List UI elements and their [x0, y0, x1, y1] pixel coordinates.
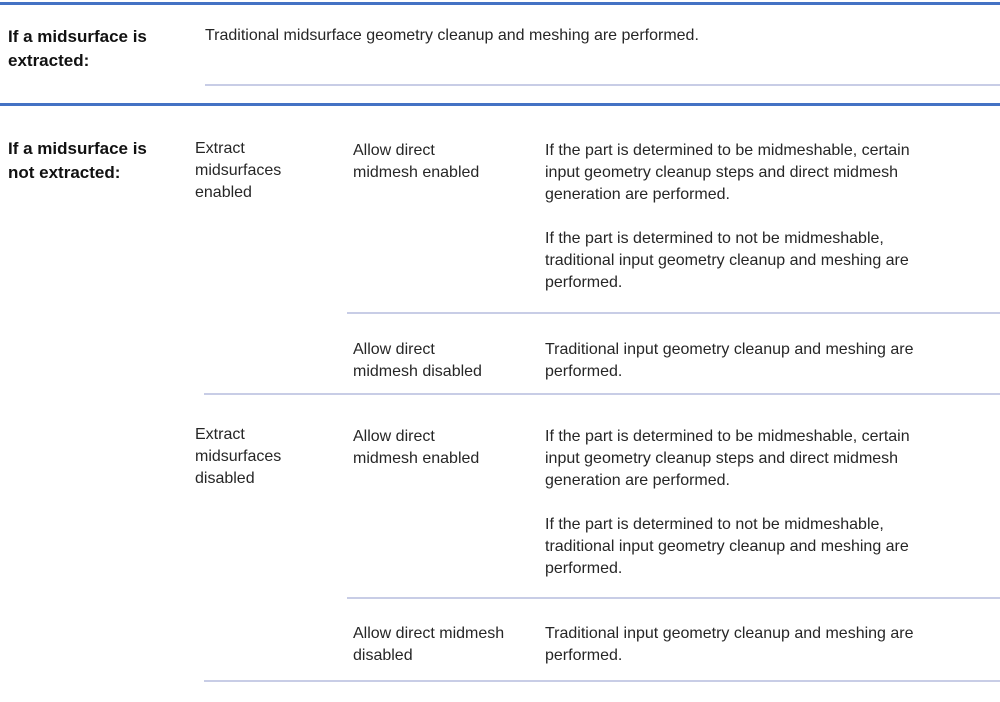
result-paragraph: If the part is determined to be midmesha… [545, 428, 910, 489]
case-divider [347, 312, 1000, 314]
result-paragraph: If the part is determined to not be midm… [545, 230, 909, 291]
result-cell: If the part is determined to be midmesha… [545, 426, 1000, 580]
cases-extract-disabled: Allow direct midmesh enabled If the part… [347, 395, 1000, 680]
condition-allow-direct-midmesh-enabled-label: Allow direct midmesh enabled [353, 428, 480, 467]
result-paragraph: If the part is determined to be midmesha… [545, 142, 910, 203]
case-divider [347, 597, 1000, 599]
group-extract-midsurfaces-disabled: Extract midsurfaces disabled Allow direc… [195, 395, 1000, 680]
top-divider [0, 2, 1000, 5]
result-cell: Traditional input geometry cleanup and m… [545, 339, 1000, 383]
condition-midsurface-not-extracted-label: If a midsurface is not extracted: [8, 139, 147, 182]
result-cell: If the part is determined to be midmesha… [545, 140, 1000, 294]
midsurface-extracted-cell: Traditional midsurface geometry cleanup … [205, 25, 1000, 86]
condition-allow-direct-midmesh-enabled-label: Allow direct midmesh enabled [353, 142, 480, 181]
bottom-divider [204, 680, 1000, 682]
case-direct-midmesh-enabled: Allow direct midmesh enabled If the part… [353, 395, 1000, 597]
group-divider [204, 393, 1000, 395]
result-paragraph: If the part is determined to not be midm… [545, 516, 909, 577]
not-extracted-options: Extract midsurfaces enabled Allow direct… [195, 106, 1000, 682]
option-extract-midsurfaces-disabled-label: Extract midsurfaces disabled [195, 426, 282, 487]
row-midsurface-extracted: If a midsurface is extracted: Traditiona… [0, 5, 1000, 86]
cases-extract-enabled: Allow direct midmesh enabled If the part… [347, 106, 1000, 393]
section-divider [0, 103, 1000, 106]
case-direct-midmesh-disabled: Allow direct midmesh disabled Traditiona… [353, 314, 1000, 393]
option-extract-midsurfaces-enabled-label: Extract midsurfaces enabled [195, 140, 282, 201]
midsurface-extracted-result: Traditional midsurface geometry cleanup … [205, 27, 699, 44]
row-midsurface-not-extracted: If a midsurface is not extracted: Extrac… [0, 106, 1000, 682]
group-extract-midsurfaces-enabled: Extract midsurfaces enabled Allow direct… [195, 106, 1000, 393]
case-direct-midmesh-enabled: Allow direct midmesh enabled If the part… [353, 106, 1000, 312]
condition-allow-direct-midmesh-disabled-label: Allow direct midmesh disabled [353, 341, 482, 380]
case-direct-midmesh-disabled: Allow direct midmesh disabled Traditiona… [353, 599, 1000, 680]
result-paragraph: Traditional input geometry cleanup and m… [545, 625, 914, 664]
condition-allow-direct-midmesh-disabled-label: Allow direct midmesh disabled [353, 625, 505, 664]
result-paragraph: Traditional input geometry cleanup and m… [545, 341, 914, 380]
row-divider [205, 84, 1000, 86]
result-cell: Traditional input geometry cleanup and m… [545, 623, 1000, 667]
condition-midsurface-extracted-label: If a midsurface is extracted: [8, 27, 147, 70]
